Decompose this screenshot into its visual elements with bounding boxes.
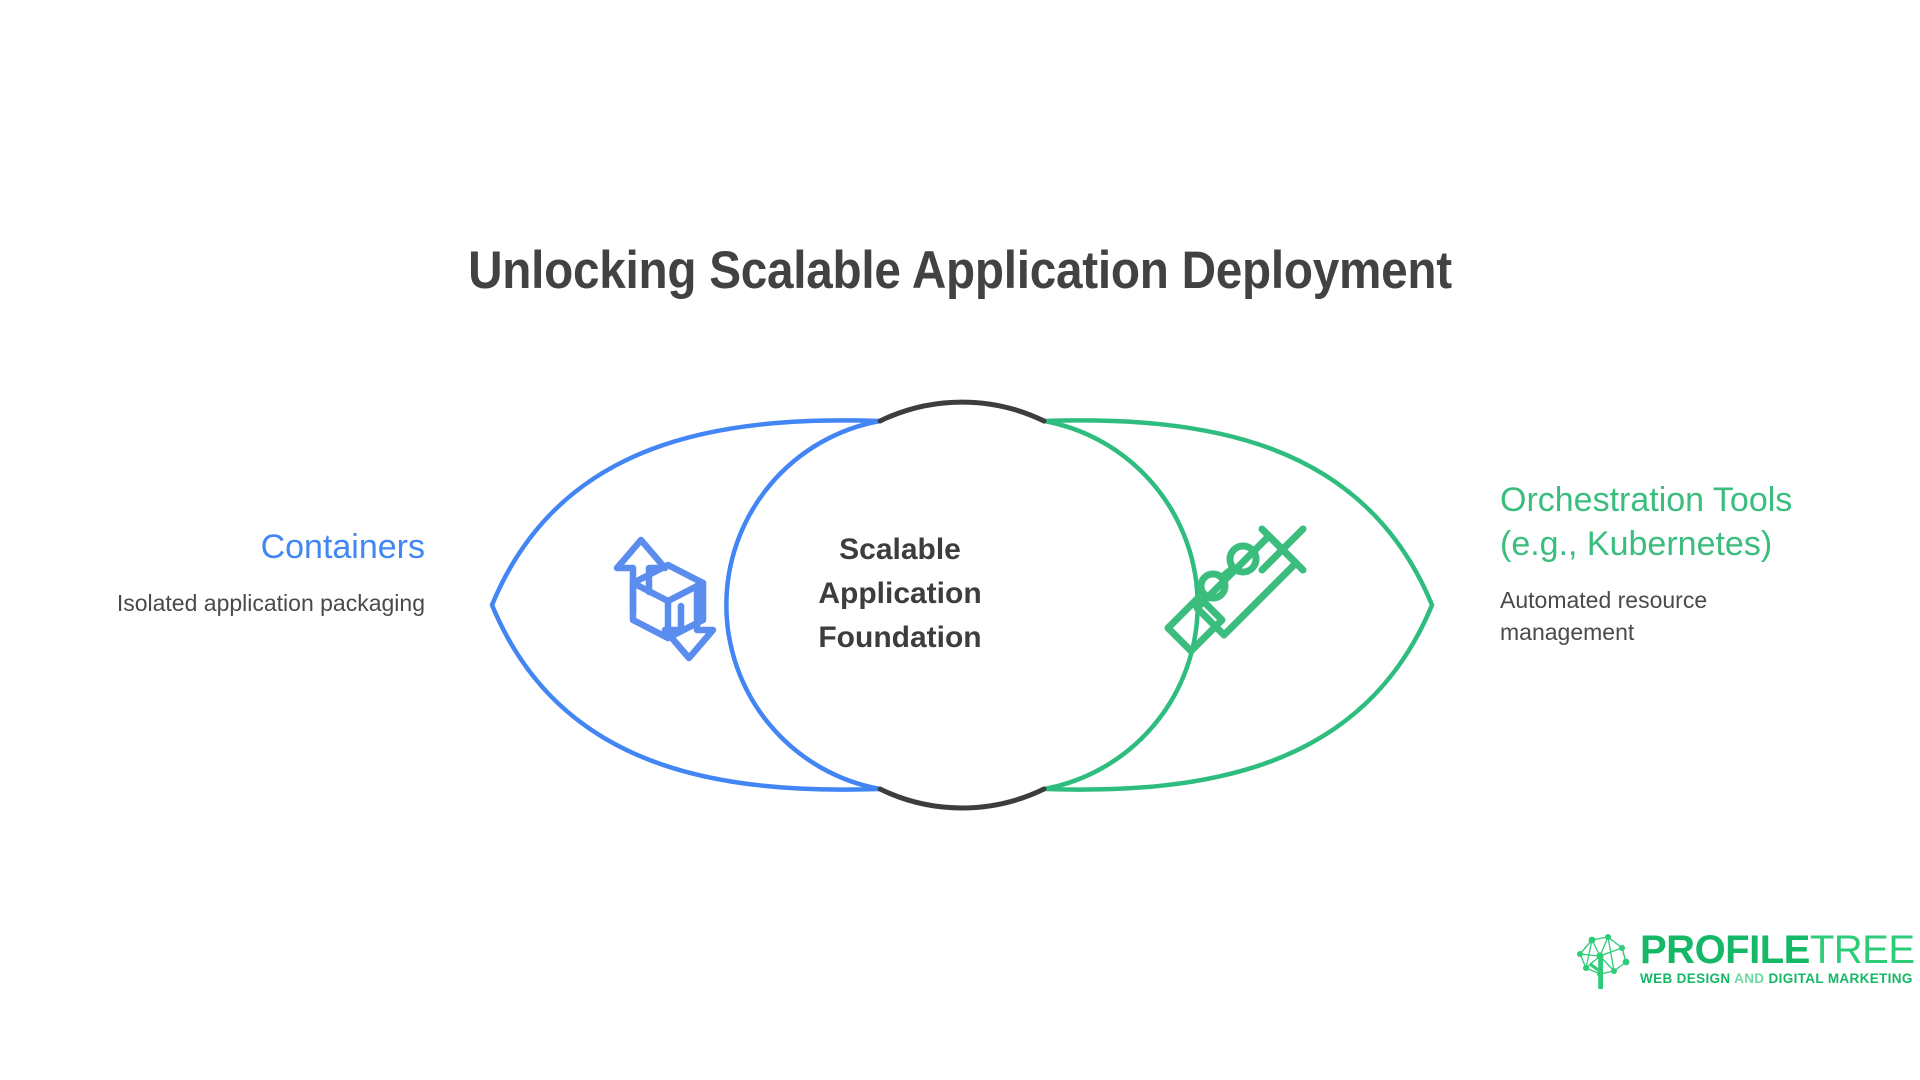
helm-baton-icon	[1164, 525, 1307, 655]
network-tree-icon	[1577, 934, 1630, 989]
center-label-line-3: Foundation	[818, 621, 982, 654]
logo-tagline: WEB DESIGN AND DIGITAL MARKETING	[1640, 971, 1913, 986]
right-lens-shape	[1041, 418, 1435, 792]
logo-tagline-part-3: DIGITAL MARKETING	[1768, 971, 1913, 986]
left-description: Isolated application packaging	[116, 590, 425, 616]
center-circle-top-arc	[877, 399, 1047, 424]
profiletree-logo: PROFILETREE WEB DESIGN AND DIGITAL MARKE…	[1570, 930, 1920, 990]
center-label: Scalable Application Foundation	[790, 528, 1010, 660]
center-circle-bottom-arc	[877, 786, 1047, 811]
logo-tagline-part-2: AND	[1734, 971, 1769, 986]
logo-tagline-part-1: WEB DESIGN	[1640, 971, 1735, 986]
logo-wordmark: PROFILETREE	[1640, 928, 1915, 972]
right-description: Automated resource management	[1500, 587, 1708, 645]
right-label-group: Orchestration Tools (e.g., Kubernetes) A…	[1500, 478, 1830, 648]
container-box-scale-icon	[613, 536, 717, 662]
left-heading: Containers	[260, 528, 425, 566]
logo-word-tree: TREE	[1809, 928, 1915, 972]
center-label-line-2: Application	[818, 577, 982, 610]
center-label-line-1: Scalable	[839, 533, 961, 566]
page-title: Unlocking Scalable Application Deploymen…	[468, 241, 1452, 300]
right-heading: Orchestration Tools (e.g., Kubernetes)	[1500, 481, 1793, 563]
left-label-group: Containers Isolated application packagin…	[60, 525, 425, 619]
logo-word-profile: PROFILE	[1640, 928, 1810, 972]
